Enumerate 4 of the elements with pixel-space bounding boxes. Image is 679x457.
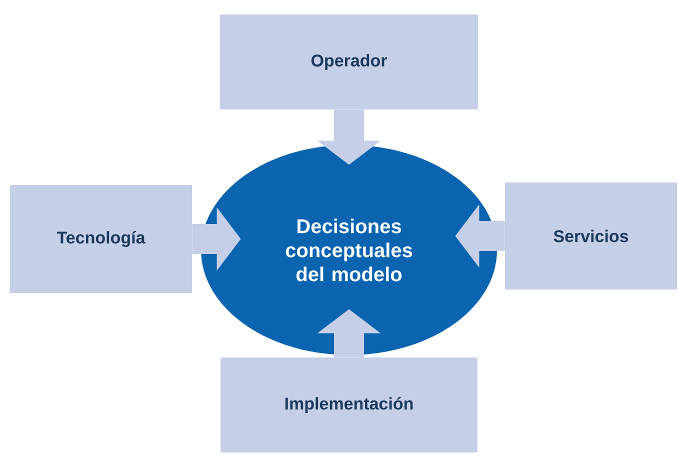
concept-box: Operador <box>220 14 478 110</box>
concept-box: Tecnología <box>10 185 192 293</box>
concept-box: Servicios <box>505 182 677 290</box>
concept-box: Implementación <box>220 358 478 452</box>
